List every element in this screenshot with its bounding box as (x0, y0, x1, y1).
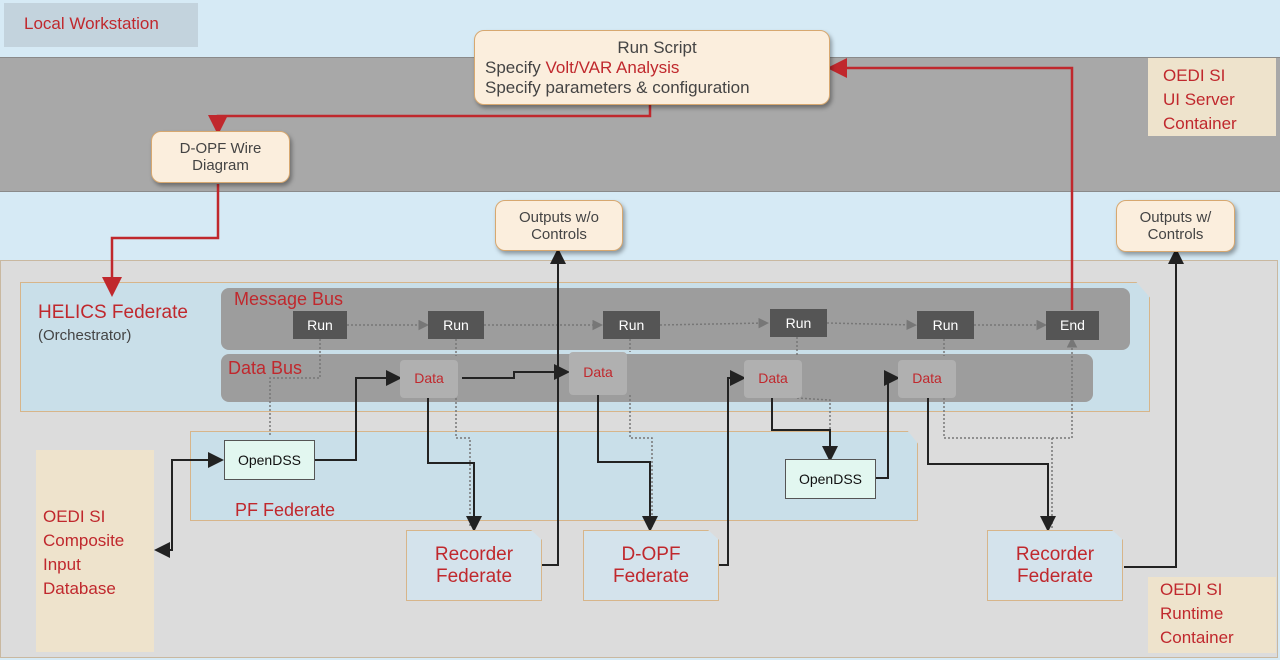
ui-server-label-box (1148, 58, 1276, 136)
opendss-box-1[interactable]: OpenDSS (224, 440, 315, 480)
helics-subtitle: (Orchestrator) (38, 327, 132, 344)
run-script-line2: Specify parameters & configuration (485, 77, 750, 97)
opendss-box-2[interactable]: OpenDSS (785, 459, 876, 499)
run-script-title: Run Script (617, 37, 697, 57)
message-bus-label: Message Bus (234, 289, 344, 309)
run-script-box[interactable]: Run Script Specify Volt/VAR Analysis Spe… (474, 30, 830, 105)
data-box-1[interactable]: Data (400, 360, 458, 398)
composite-input-database (36, 450, 154, 652)
red-line-wire-to-helics (102, 184, 220, 297)
helics-title: HELICS Federate (38, 302, 188, 323)
data-box-3[interactable]: Data (744, 360, 802, 398)
data-box-2[interactable]: Data (569, 352, 627, 395)
data-box-4[interactable]: Data (898, 360, 956, 398)
local-workstation-label: Local Workstation (24, 14, 159, 33)
outputs-with-controls-box[interactable]: Outputs w/Controls (1116, 200, 1235, 252)
end-box[interactable]: End (1046, 311, 1099, 340)
run-box-1[interactable]: Run (293, 311, 347, 339)
red-line-end-to-runscript (827, 58, 1074, 310)
pf-federate-label: PF Federate (235, 500, 336, 520)
run-box-2[interactable]: Run (428, 311, 484, 339)
run-box-3[interactable]: Run (603, 311, 660, 339)
message-bus (221, 288, 1130, 350)
local-workstation-label-box (4, 3, 198, 47)
run-box-4[interactable]: Run (770, 309, 827, 337)
data-bus-label: Data Bus (228, 358, 303, 378)
runtime-label-box (1148, 577, 1276, 653)
run-box-5[interactable]: Run (917, 311, 974, 339)
run-script-line1: Specify Volt/VAR Analysis (485, 57, 680, 77)
red-line-runscript-to-wire (208, 103, 652, 135)
